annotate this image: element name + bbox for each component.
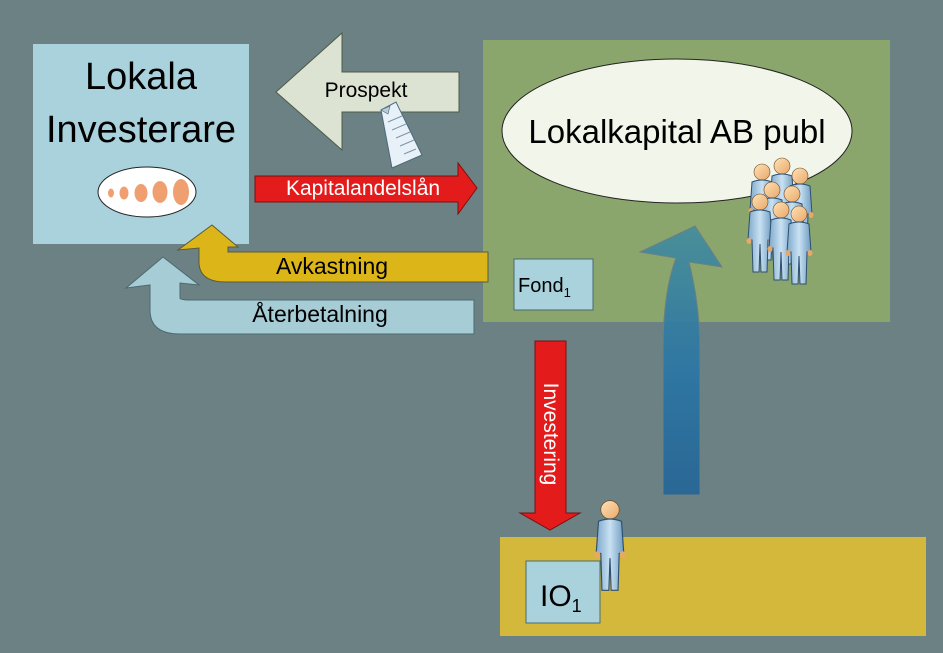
io-box	[525, 560, 601, 624]
fund-label: Fond1	[518, 275, 571, 300]
investors-title-line2: Investerare	[46, 109, 236, 151]
shareholders-group-icon	[746, 157, 814, 285]
repayment-label: Återbetalning	[252, 300, 388, 327]
investment-arrow	[518, 340, 582, 531]
investors-title-line1: Lokala	[85, 56, 198, 98]
company-name: Lokalkapital AB publ	[528, 113, 825, 150]
return-label: Avkastning	[276, 253, 388, 279]
io-label: IO1	[540, 580, 582, 616]
investment-label: Investering	[539, 383, 562, 486]
fund-box	[513, 258, 594, 311]
prospectus-arrow	[275, 31, 460, 152]
investor-dot	[173, 179, 189, 205]
document-icon	[380, 101, 423, 169]
capital-loan-label: Kapitalandelslån	[286, 177, 440, 200]
prospectus-label: Prospekt	[325, 79, 408, 102]
repayment-arrow	[124, 256, 475, 335]
investors-oval	[97, 166, 197, 218]
investor-dot	[134, 184, 148, 202]
investor-dot	[119, 186, 129, 200]
capital-loan-arrow	[254, 161, 478, 216]
return-arrow	[176, 224, 489, 283]
investor-dot	[108, 188, 114, 198]
upward-arrow	[638, 225, 724, 496]
investor-dot	[152, 181, 168, 203]
